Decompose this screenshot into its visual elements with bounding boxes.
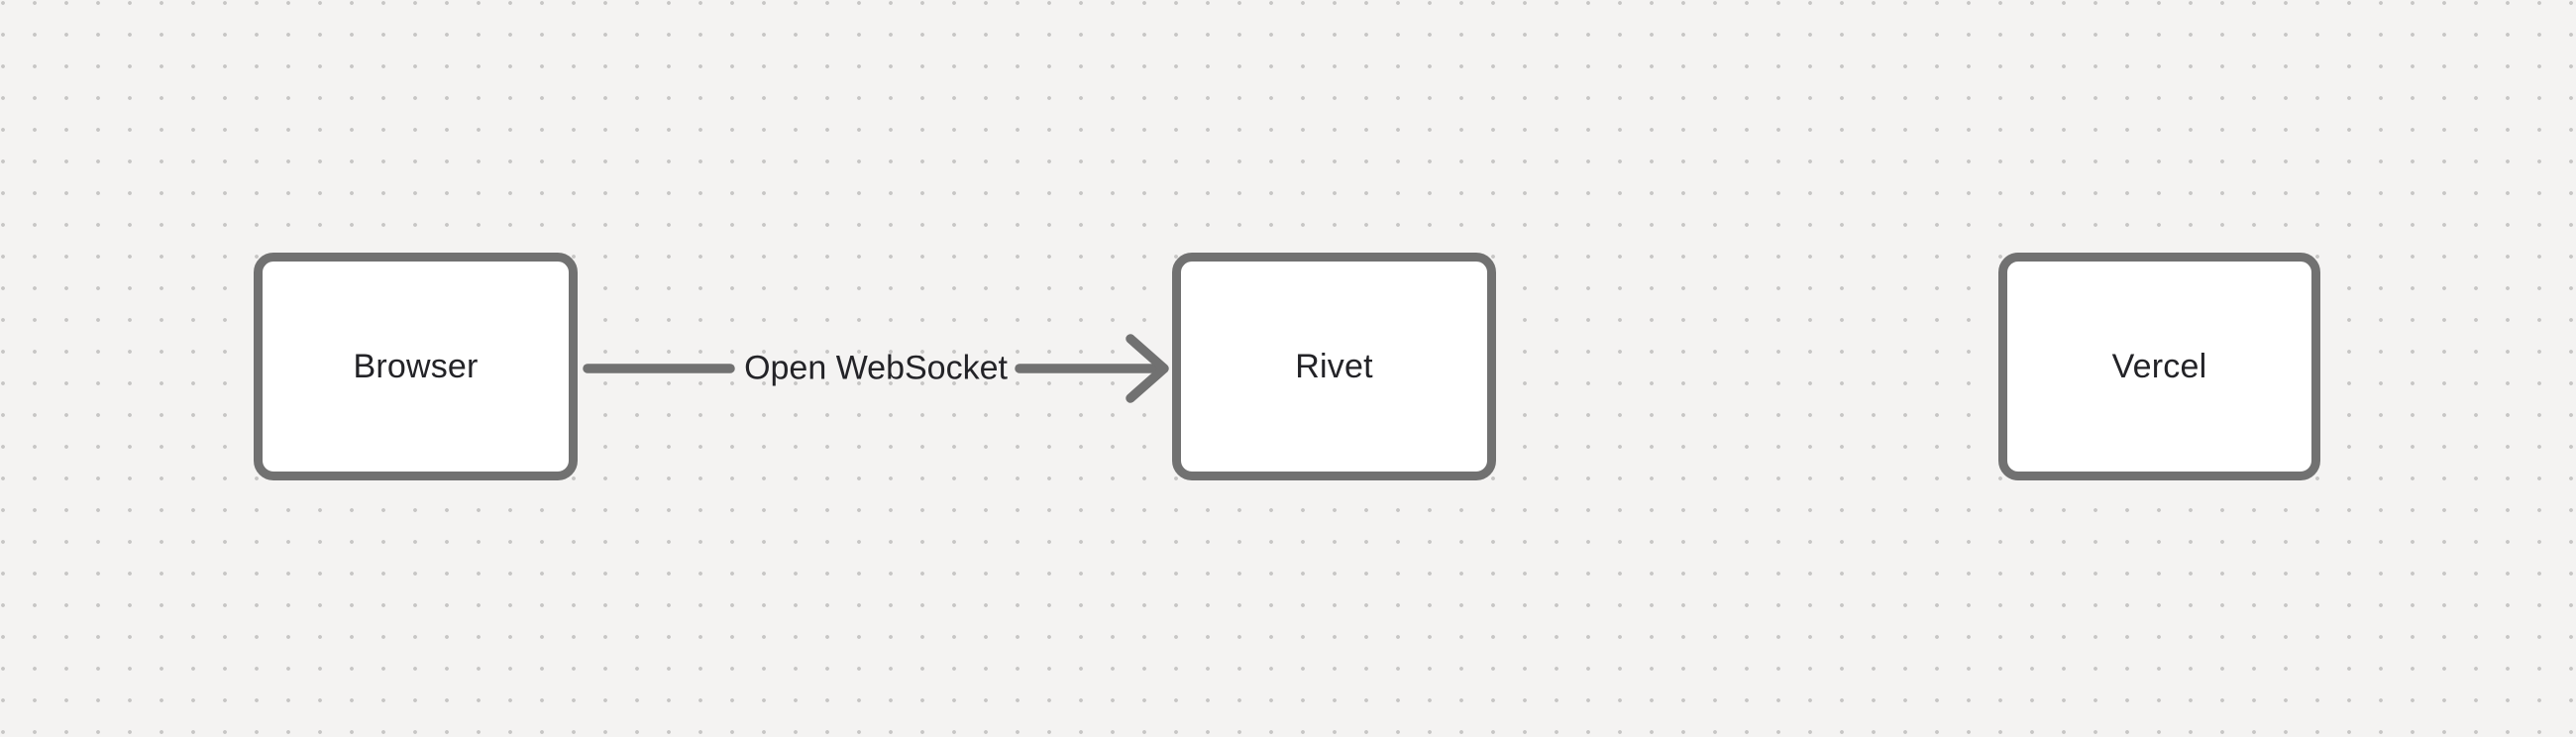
node-rivet[interactable]: Rivet	[1172, 253, 1496, 480]
arrowhead-icon	[1126, 334, 1169, 403]
edge-label-open-websocket[interactable]: Open WebSocket	[744, 349, 1008, 387]
node-vercel[interactable]: Vercel	[1998, 253, 2320, 480]
node-browser[interactable]: Browser	[254, 253, 578, 480]
node-rivet-label: Rivet	[1295, 347, 1373, 385]
node-vercel-label: Vercel	[2111, 347, 2207, 385]
node-browser-label: Browser	[353, 347, 479, 385]
